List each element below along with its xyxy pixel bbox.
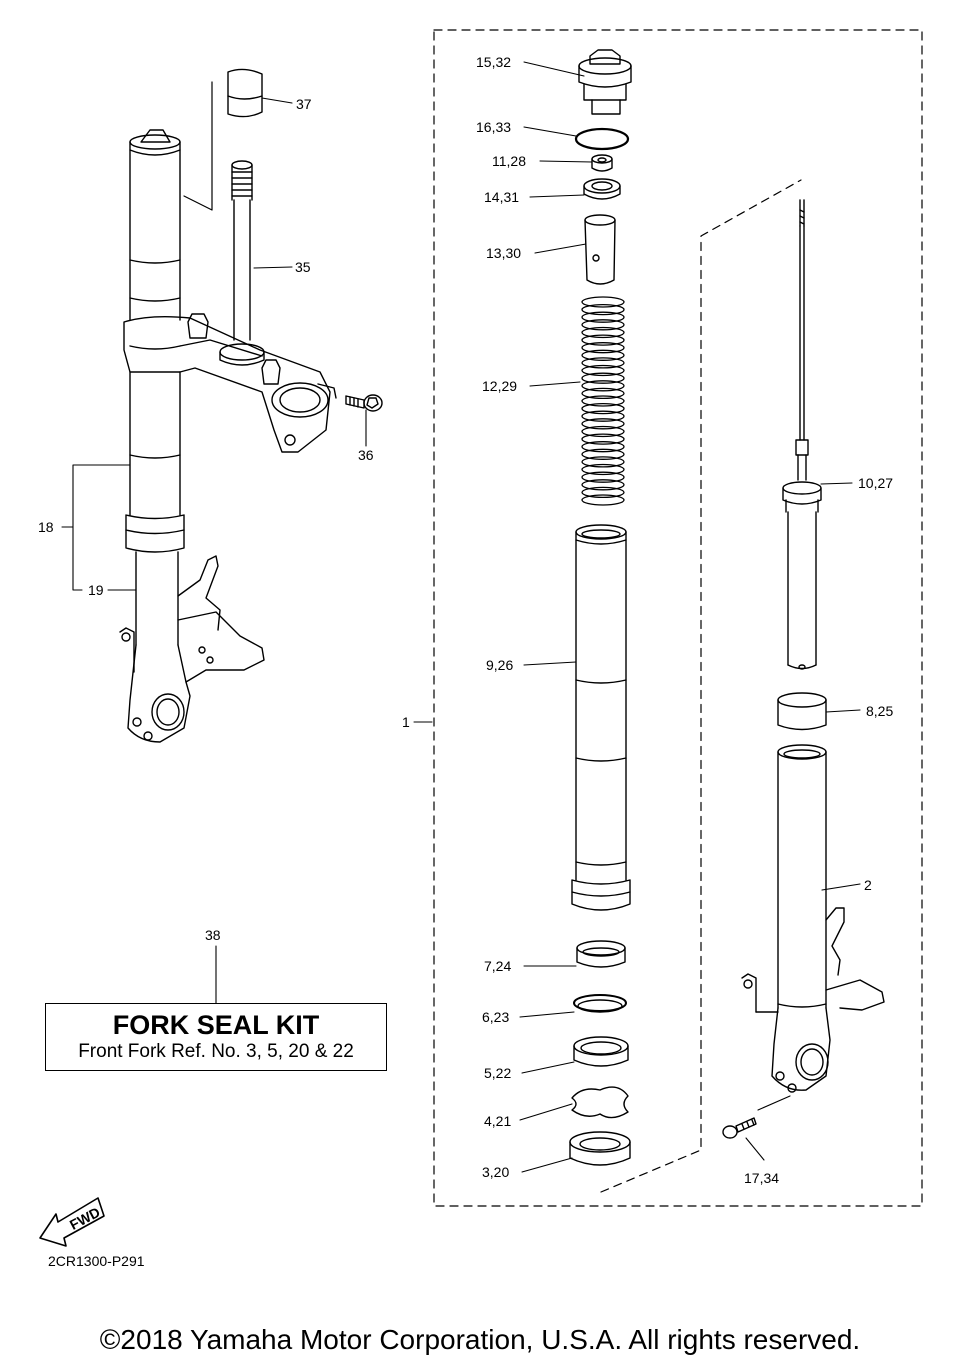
spring-coil (581, 372, 625, 384)
callout-11-28: 11,28 (492, 153, 526, 169)
part-16-33-o-ring (574, 127, 630, 151)
kit-title: FORK SEAL KIT (112, 1010, 320, 1040)
spring-coil (581, 441, 625, 453)
callout-19: 19 (88, 582, 104, 598)
spring-coil (581, 311, 625, 323)
spring-coil (581, 433, 625, 445)
spring-coil (581, 342, 625, 354)
fork-seal-kit-box: FORK SEAL KIT Front Fork Ref. No. 3, 5, … (45, 1003, 387, 1071)
spring-coil (581, 471, 625, 483)
callout-17-34: 17,34 (744, 1170, 779, 1186)
copyright-notice: ©2018 Yamaha Motor Corporation, U.S.A. A… (99, 1324, 861, 1355)
part-36-bolt (345, 394, 383, 412)
part-17-34-bolt (722, 1117, 757, 1139)
diagram-code: 2CR1300-P291 (48, 1253, 145, 1269)
callout-35: 35 (295, 259, 311, 275)
callout-12-29: 12,29 (482, 378, 517, 394)
part-9-26-outer-tube (571, 524, 631, 911)
spring-coil (581, 395, 625, 407)
spring-coil (581, 402, 625, 415)
callout-2: 2 (864, 877, 872, 893)
callout-36: 36 (358, 447, 374, 463)
spring-coil (581, 486, 625, 499)
part-37-cover (227, 68, 263, 118)
spring-coil (581, 349, 625, 361)
callout-9-26: 9,26 (486, 657, 513, 673)
spring-coil (581, 380, 625, 392)
spring-coil (581, 319, 625, 331)
spring-coil (581, 357, 625, 369)
kit-ref-number: 38 (205, 927, 221, 943)
spring-coil (581, 387, 625, 400)
part-6-23-clip (573, 994, 627, 1013)
fwd-label: FWD (67, 1204, 103, 1233)
callout-15-32: 15,32 (476, 54, 511, 70)
part-15-32-cap-bolt (578, 49, 632, 115)
callout-18: 18 (38, 519, 54, 535)
callout-3-20: 3,20 (482, 1164, 509, 1180)
spring-coil (581, 494, 625, 506)
part-7-24-dust-seal (576, 940, 626, 968)
callout-37: 37 (296, 96, 312, 112)
callout-16-33: 16,33 (476, 119, 511, 135)
spring-coil (581, 448, 625, 460)
spring-coil (581, 456, 625, 468)
leader-lines (61, 61, 861, 1173)
assembly-group-outline (433, 29, 923, 1207)
spring-coil (581, 410, 625, 422)
callout-13-30: 13,30 (486, 245, 521, 261)
spring-coil (581, 303, 625, 316)
complete-fork-assembly (119, 129, 337, 743)
part-4-21-washer (571, 1086, 629, 1119)
part-11-28-nut (591, 154, 613, 172)
callout-5-22: 5,22 (484, 1065, 511, 1081)
callout-14-31: 14,31 (484, 189, 519, 205)
part-14-31-washer (583, 178, 621, 200)
part-8-25-slide-metal (777, 692, 827, 731)
spring-coil (581, 425, 625, 438)
part-35-steering-stem (219, 160, 265, 366)
spring-coil (581, 326, 625, 339)
fwd-arrow-icon: FWD (39, 1197, 105, 1247)
part-13-30-spacer (584, 214, 616, 285)
callout-4-21: 4,21 (484, 1113, 511, 1129)
part-3-20-bushing (569, 1131, 631, 1166)
spring-coil (581, 334, 625, 346)
part-12-29-spring (581, 296, 625, 506)
part-10-27-damper-rod (782, 199, 822, 670)
callout-10-27: 10,27 (858, 475, 893, 491)
spring-coil (581, 463, 625, 476)
spring-coil (581, 479, 625, 491)
part-5-22-oil-seal (573, 1036, 629, 1067)
kit-subtitle: Front Fork Ref. No. 3, 5, 20 & 22 (78, 1041, 354, 1062)
callout-7-24: 7,24 (484, 958, 511, 974)
spring-coil (581, 364, 625, 377)
callout-6-23: 6,23 (482, 1009, 509, 1025)
spring-coil (581, 296, 625, 308)
spring-coil (581, 418, 625, 430)
callout-8-25: 8,25 (866, 703, 893, 719)
callout-1: 1 (402, 714, 410, 730)
part-2-inner-tube (741, 744, 885, 1093)
